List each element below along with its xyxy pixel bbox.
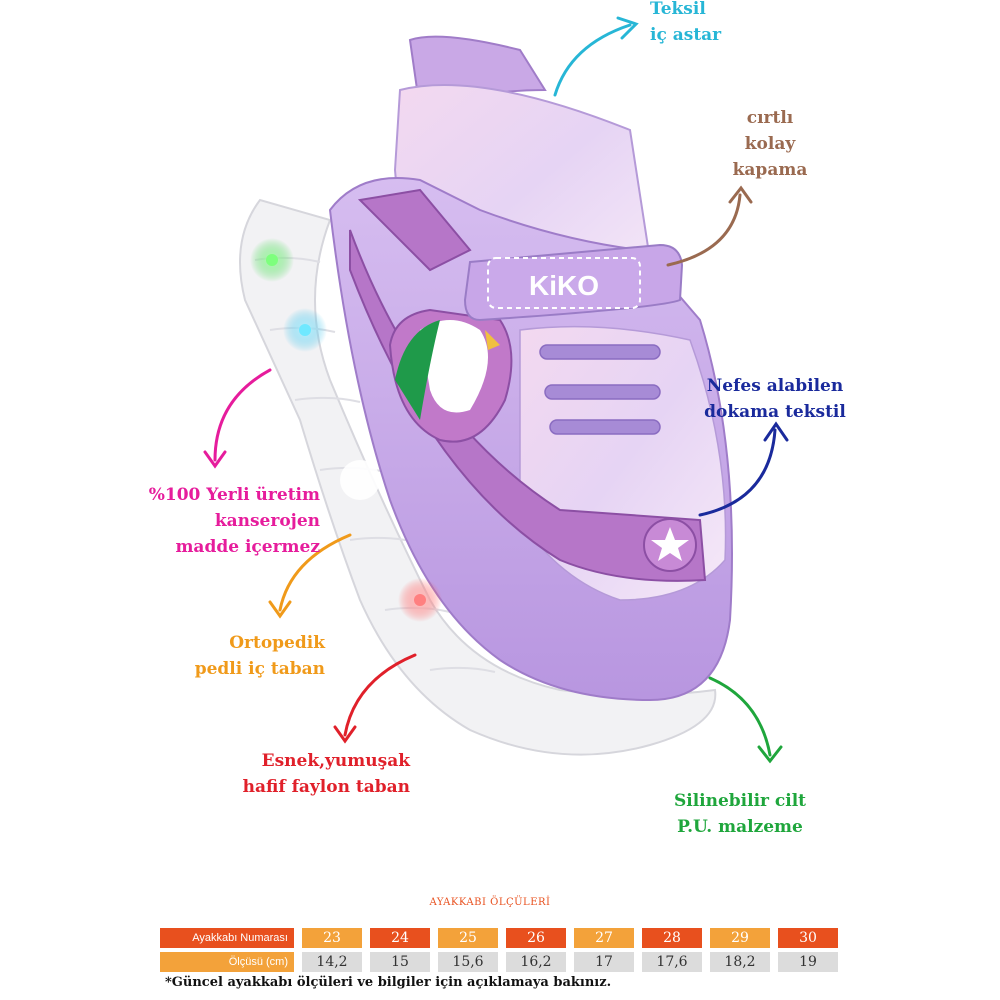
length-row: Ölçüsü (cm) 14,2 15 15,6 16,2 17 17,6 18… bbox=[160, 952, 838, 972]
size-cell: 25 bbox=[438, 928, 498, 948]
size-row-label: Ayakkabı Numarası bbox=[160, 928, 294, 948]
size-chart-table: Ayakkabı Numarası 23 24 25 26 27 28 29 3… bbox=[152, 924, 846, 976]
size-cell: 24 bbox=[370, 928, 430, 948]
callout-leather: Silinebilir cilt P.U. malzeme bbox=[673, 791, 807, 837]
arrow-velcro bbox=[666, 193, 742, 267]
size-cell: 26 bbox=[506, 928, 566, 948]
unicorn-patch bbox=[388, 308, 513, 443]
size-cell: 30 bbox=[778, 928, 838, 948]
size-cell: 23 bbox=[302, 928, 362, 948]
length-cell: 16,2 bbox=[506, 952, 566, 972]
callout-local: %100 Yerli üretim kanserojen madde içerm… bbox=[148, 485, 320, 557]
callout-sole: Esnek,yumuşak hafif faylon taban bbox=[242, 751, 410, 797]
length-cell: 17,6 bbox=[642, 952, 702, 972]
led-lights bbox=[250, 238, 442, 622]
laces bbox=[539, 344, 661, 435]
length-cell: 15,6 bbox=[438, 952, 498, 972]
length-cell: 18,2 bbox=[710, 952, 770, 972]
size-chart-title: AYAKKABI ÖLÇÜLERİ bbox=[429, 897, 551, 908]
length-cell: 17 bbox=[574, 952, 634, 972]
star-badge bbox=[643, 518, 697, 572]
size-cell: 27 bbox=[574, 928, 634, 948]
arrow-local bbox=[213, 368, 272, 462]
arrow-sole bbox=[343, 653, 417, 737]
size-row: Ayakkabı Numarası 23 24 25 26 27 28 29 3… bbox=[160, 928, 838, 948]
callout-textile: Nefes alabilen dokama tekstil bbox=[704, 376, 846, 422]
size-cell: 28 bbox=[642, 928, 702, 948]
arrow-textile bbox=[698, 428, 777, 517]
length-cell: 15 bbox=[370, 952, 430, 972]
callout-lining: Teksil iç astar bbox=[650, 0, 722, 45]
length-row-label: Ölçüsü (cm) bbox=[160, 952, 294, 972]
arrow-lining bbox=[553, 23, 632, 97]
velcro-strap bbox=[463, 243, 684, 322]
length-cell: 19 bbox=[778, 952, 838, 972]
callout-insole: Ortopedik pedli iç taban bbox=[194, 633, 325, 679]
footnote: *Güncel ayakkabı ölçüleri ve bilgiler iç… bbox=[165, 975, 612, 990]
arrow-insole bbox=[278, 533, 352, 612]
brand-logo: KiKO bbox=[529, 270, 599, 301]
size-cell: 29 bbox=[710, 928, 770, 948]
callout-velcro: cırtlı kolay kapama bbox=[732, 108, 808, 180]
length-cell: 14,2 bbox=[302, 952, 362, 972]
arrow-leather bbox=[708, 676, 772, 757]
